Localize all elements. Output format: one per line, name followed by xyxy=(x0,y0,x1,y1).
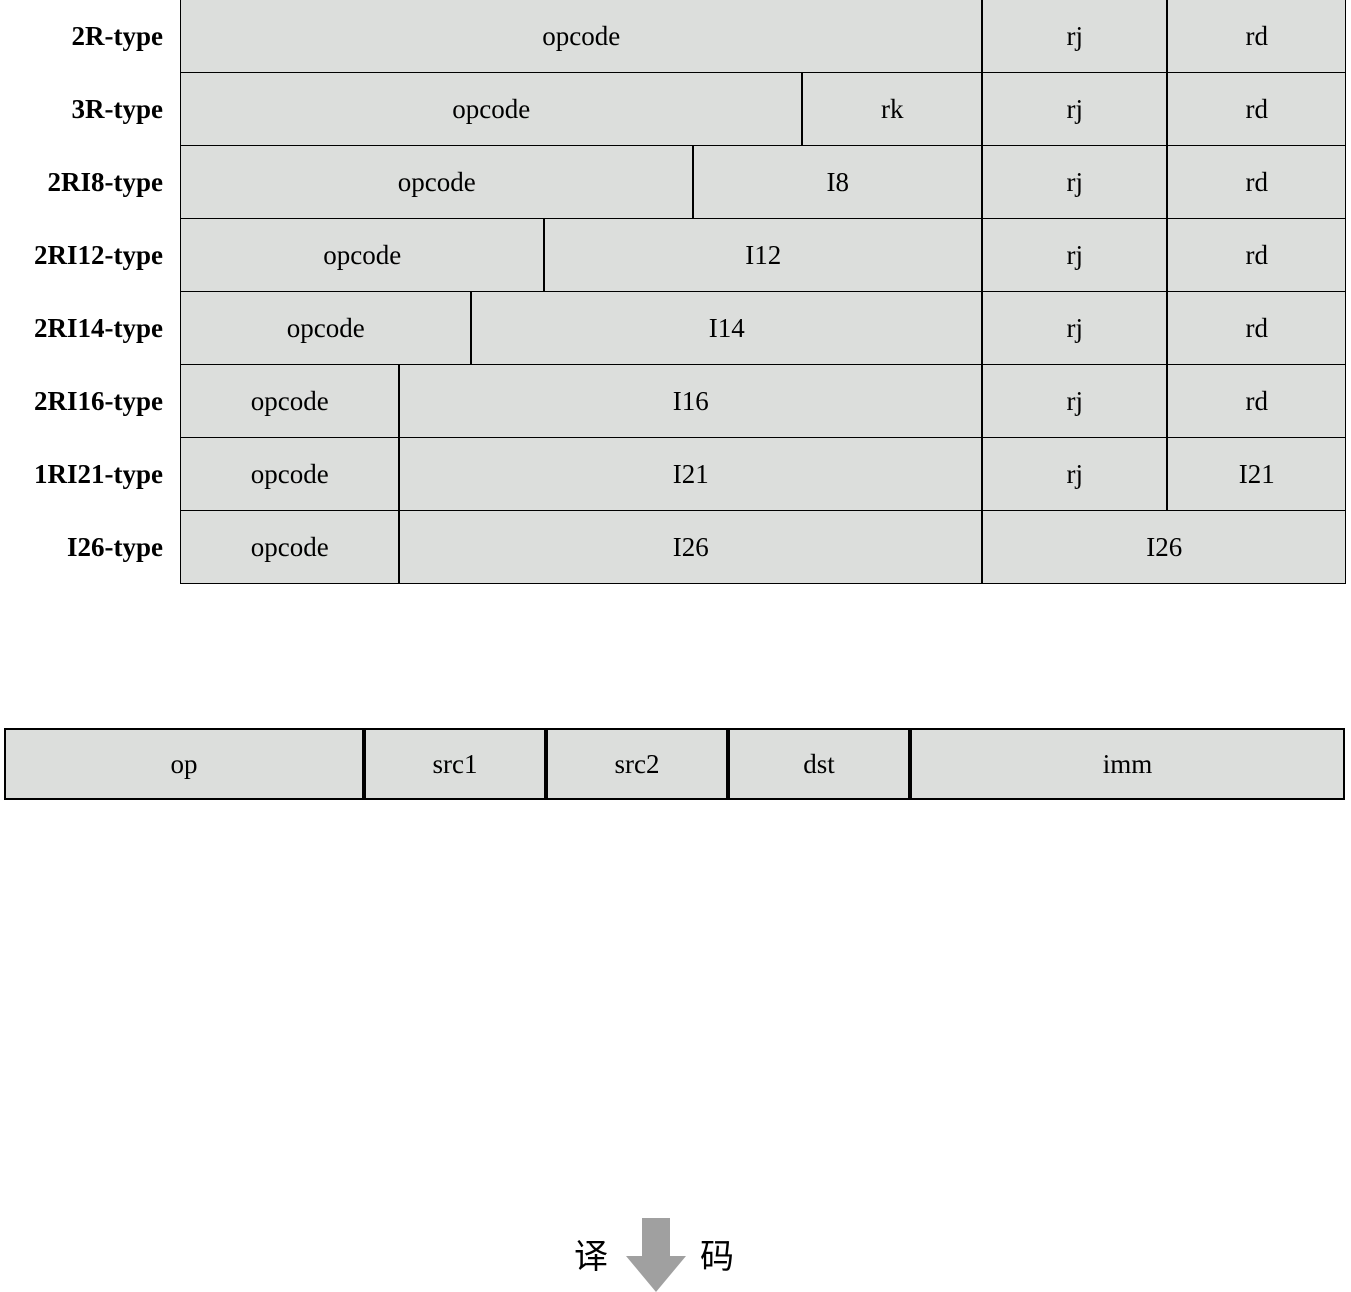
format-field-cell: I21 xyxy=(399,437,983,511)
format-field-cell: opcode xyxy=(180,437,400,511)
format-field-cell: rd xyxy=(1167,364,1347,438)
format-field-cell: rd xyxy=(1167,145,1347,219)
decoded-field-cell: src2 xyxy=(546,728,728,800)
format-field-cell: opcode xyxy=(180,364,400,438)
format-field-cell: rk xyxy=(802,72,983,146)
format-field-cell: opcode xyxy=(180,218,545,292)
format-row-label: 2RI14-type xyxy=(34,312,163,343)
format-row-label: 2R-type xyxy=(71,20,163,51)
format-field-cell: rj xyxy=(982,0,1168,73)
format-field-cell: rj xyxy=(982,437,1168,511)
format-field-cell: rj xyxy=(982,218,1168,292)
decoded-field-cell: imm xyxy=(910,728,1345,800)
format-row-label: 1RI21-type xyxy=(34,458,163,489)
format-field-cell: rd xyxy=(1167,218,1347,292)
decode-section: 译 码 xyxy=(0,600,1351,1292)
format-field-cell: I8 xyxy=(693,145,983,219)
format-field-cell: rj xyxy=(982,72,1168,146)
format-field-cell: I16 xyxy=(399,364,983,438)
decoded-field-cell: dst xyxy=(728,728,910,800)
decoded-field-cell: op xyxy=(4,728,364,800)
format-field-cell: rd xyxy=(1167,0,1347,73)
format-row-label: 2RI12-type xyxy=(34,239,163,270)
format-field-cell: rd xyxy=(1167,291,1347,365)
format-field-cell: rj xyxy=(982,145,1168,219)
format-field-cell: opcode xyxy=(180,145,694,219)
format-row-label: 3R-type xyxy=(71,93,163,124)
decode-label-left: 译 xyxy=(574,1237,608,1277)
format-field-cell: rj xyxy=(982,364,1168,438)
format-field-cell: I21 xyxy=(1167,437,1347,511)
format-field-cell: opcode xyxy=(180,291,472,365)
format-row-label: I26-type xyxy=(67,531,163,562)
format-row-label: 2RI16-type xyxy=(34,385,163,416)
format-field-cell: opcode xyxy=(180,0,983,73)
format-field-cell: rd xyxy=(1167,72,1347,146)
format-field-cell: opcode xyxy=(180,510,400,584)
decoded-field-cell: src1 xyxy=(364,728,546,800)
down-arrow-icon xyxy=(626,1218,686,1292)
format-field-cell: I26 xyxy=(399,510,983,584)
format-field-cell: opcode xyxy=(180,72,803,146)
format-field-cell: I26 xyxy=(982,510,1347,584)
format-row-label: 2RI8-type xyxy=(47,166,164,197)
decode-label-right: 码 xyxy=(700,1237,734,1277)
format-field-cell: I14 xyxy=(471,291,983,365)
format-field-cell: I12 xyxy=(544,218,983,292)
format-field-cell: rj xyxy=(982,291,1168,365)
